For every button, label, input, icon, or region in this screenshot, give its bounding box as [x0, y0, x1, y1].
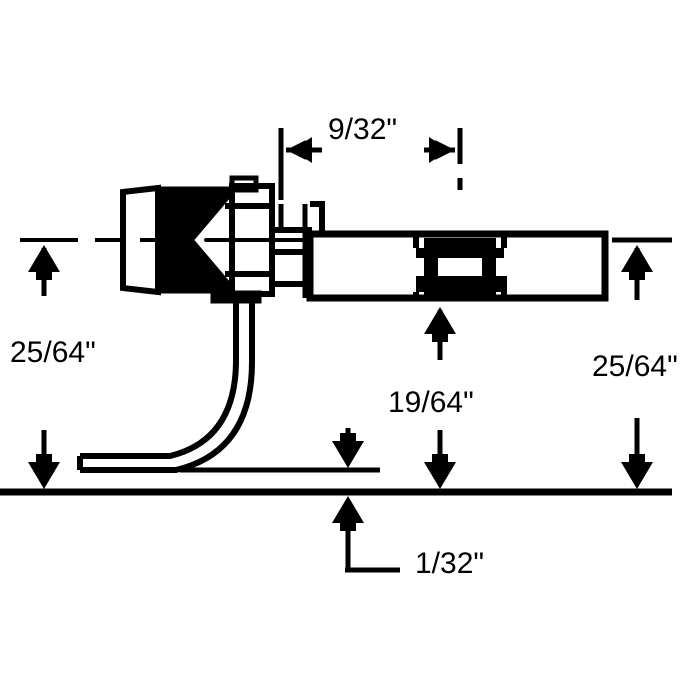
dimension-label-19-64: 19/64" — [388, 386, 474, 419]
dimension-25-64-right: 25/64" — [592, 245, 678, 489]
dimension-25-64-left: 25/64" — [10, 245, 96, 489]
dimension-1-32: 1/32" — [332, 496, 484, 580]
trip-pin — [77, 300, 255, 473]
trip-pin-reference-arrow — [332, 428, 364, 468]
dimension-19-64: 19/64" — [388, 307, 474, 489]
extension-lines — [278, 128, 672, 243]
dimension-label-1-32: 1/32" — [415, 547, 484, 580]
dimension-9-32: 9/32" — [286, 113, 455, 163]
dimension-label-25-64-left: 25/64" — [10, 336, 96, 369]
dimension-label-25-64-right: 25/64" — [592, 350, 678, 383]
draft-gear-box — [302, 201, 609, 302]
centering-mechanism — [413, 234, 507, 298]
dimension-label-9-32: 9/32" — [328, 113, 397, 146]
